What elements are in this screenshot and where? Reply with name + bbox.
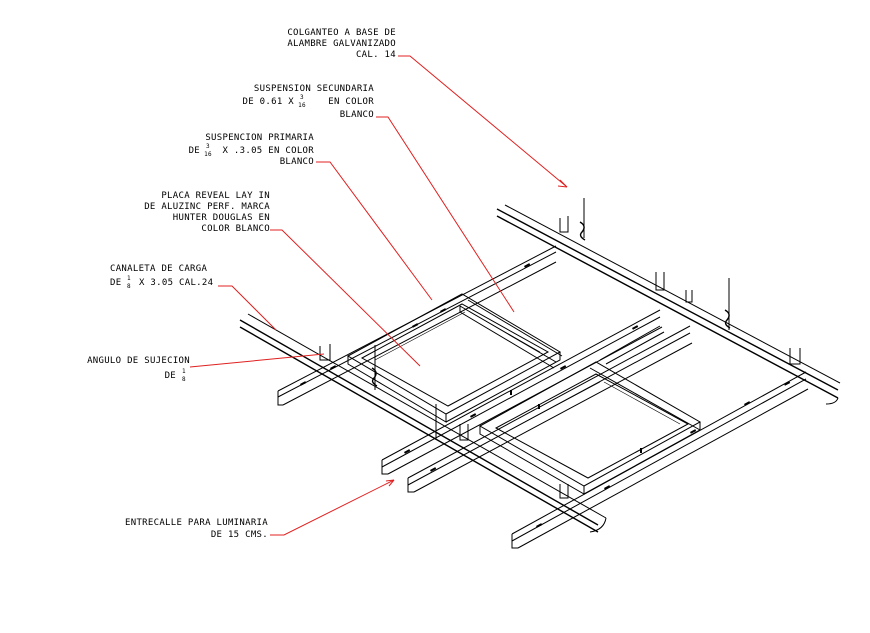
primaria-line-2a: DE — [189, 146, 200, 156]
secundaria-line-2a: DE 0.61 X — [243, 97, 295, 107]
leader-lines — [189, 55, 568, 536]
left-tile-frame — [346, 293, 562, 423]
annotation-labels: COLGANTEO A BASE DE ALAMBRE GALVANIZADO … — [87, 28, 396, 540]
entrecalle-line-2: DE 15 CMS. — [211, 530, 268, 540]
runner-slots — [299, 263, 791, 528]
back-cross-tees — [589, 325, 701, 431]
colganteo-line-2: ALAMBRE GALVANIZADO — [287, 39, 396, 49]
canaleta-line-2a: DE — [110, 278, 121, 288]
label-suspension-secundaria: SUSPENSION SECUNDARIA DE 0.61 X 3 16 EN … — [243, 84, 374, 120]
entrecalle-line-1: ENTRECALLE PARA LUMINARIA — [125, 518, 268, 528]
angle-brackets — [319, 216, 801, 499]
primaria-fraction-num: 3 — [206, 143, 210, 150]
secundaria-line-2b: EN COLOR — [328, 97, 374, 107]
secundaria-line-1: SUSPENSION SECUNDARIA — [254, 84, 374, 94]
canaleta-line-1: CANALETA DE CARGA — [110, 264, 207, 274]
placa-line-2: DE ALUZINC PERF. MARCA — [144, 202, 270, 212]
label-canaleta: CANALETA DE CARGA DE 1 8 X 3.05 CAL.24 — [110, 264, 213, 290]
cross-tee — [459, 299, 563, 369]
secundaria-fraction-num: 3 — [300, 94, 304, 101]
secundaria-line-3: BLANCO — [340, 110, 374, 120]
placa-line-3: HUNTER DOUGLAS EN — [173, 213, 270, 223]
canaleta-fraction-num: 1 — [127, 275, 131, 282]
leader-primaria — [316, 161, 433, 301]
back-carrying-channel — [496, 204, 841, 405]
label-suspencion-primaria: SUSPENCION PRIMARIA DE 3 16 X .3.05 EN C… — [189, 133, 315, 167]
colganteo-line-1: COLGANTEO A BASE DE — [287, 28, 396, 38]
primaria-line-2b: X .3.05 EN COLOR — [223, 146, 315, 156]
label-entrecalle: ENTRECALLE PARA LUMINARIA DE 15 CMS. — [125, 518, 268, 540]
angulo-line-2: DE — [165, 371, 176, 381]
hanger-wires — [371, 198, 731, 440]
primaria-fraction-den: 16 — [204, 151, 212, 158]
leader-secundaria — [376, 116, 515, 313]
leader-angulo — [189, 353, 325, 368]
primaria-line-1: SUSPENCION PRIMARIA — [205, 133, 314, 143]
secundaria-fraction-den: 16 — [298, 102, 306, 109]
primaria-line-3: BLANCO — [280, 157, 314, 167]
label-colganteo: COLGANTEO A BASE DE ALAMBRE GALVANIZADO … — [287, 28, 396, 60]
angulo-fraction-num: 1 — [182, 368, 186, 375]
angulo-fraction-den: 8 — [182, 376, 186, 383]
leader-placa — [270, 229, 421, 367]
canaleta-line-2b: X 3.05 CAL.24 — [139, 278, 213, 288]
main-runner-2 — [381, 309, 663, 475]
right-tile-frame — [478, 361, 702, 495]
placa-line-4: COLOR BLANCO — [201, 224, 270, 234]
ceiling-structure — [239, 198, 841, 549]
leader-entrecalle — [270, 479, 395, 536]
leader-canaleta — [218, 285, 277, 331]
leader-colganteo — [398, 55, 568, 188]
front-carrying-channel — [239, 313, 607, 533]
angulo-line-1: ANGULO DE SUJECION — [87, 356, 190, 366]
canaleta-fraction-den: 8 — [127, 283, 131, 290]
colganteo-line-3: CAL. 14 — [356, 50, 396, 60]
label-angulo: ANGULO DE SUJECION DE 1 8 — [87, 356, 190, 383]
placa-line-1: PLACA REVEAL LAY IN — [161, 191, 270, 201]
label-placa-reveal: PLACA REVEAL LAY IN DE ALUZINC PERF. MAR… — [144, 191, 270, 234]
